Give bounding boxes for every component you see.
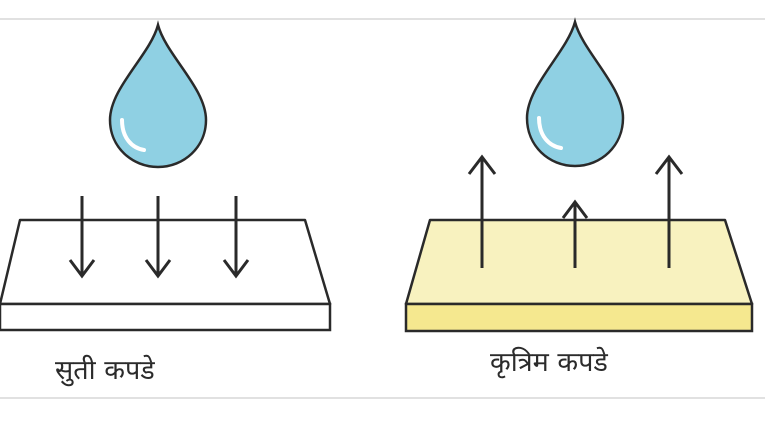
repel-arrow	[561, 199, 589, 268]
synthetic-fabric-slab	[404, 218, 754, 333]
synthetic-fabric-caption: कृत्रिम कपडे	[490, 347, 608, 378]
cotton-fabric-caption: सुती कपडे	[55, 355, 155, 386]
absorb-arrow	[68, 196, 96, 279]
absorb-arrow	[144, 196, 172, 279]
cotton-panel	[0, 20, 332, 332]
water-drop-icon	[108, 20, 208, 169]
synthetic-panel	[404, 17, 754, 333]
absorb-arrow	[222, 196, 250, 279]
water-drop-icon	[525, 17, 625, 168]
cotton-fabric-slab	[0, 218, 332, 332]
repel-arrow	[654, 154, 684, 268]
repel-arrow	[467, 154, 497, 268]
